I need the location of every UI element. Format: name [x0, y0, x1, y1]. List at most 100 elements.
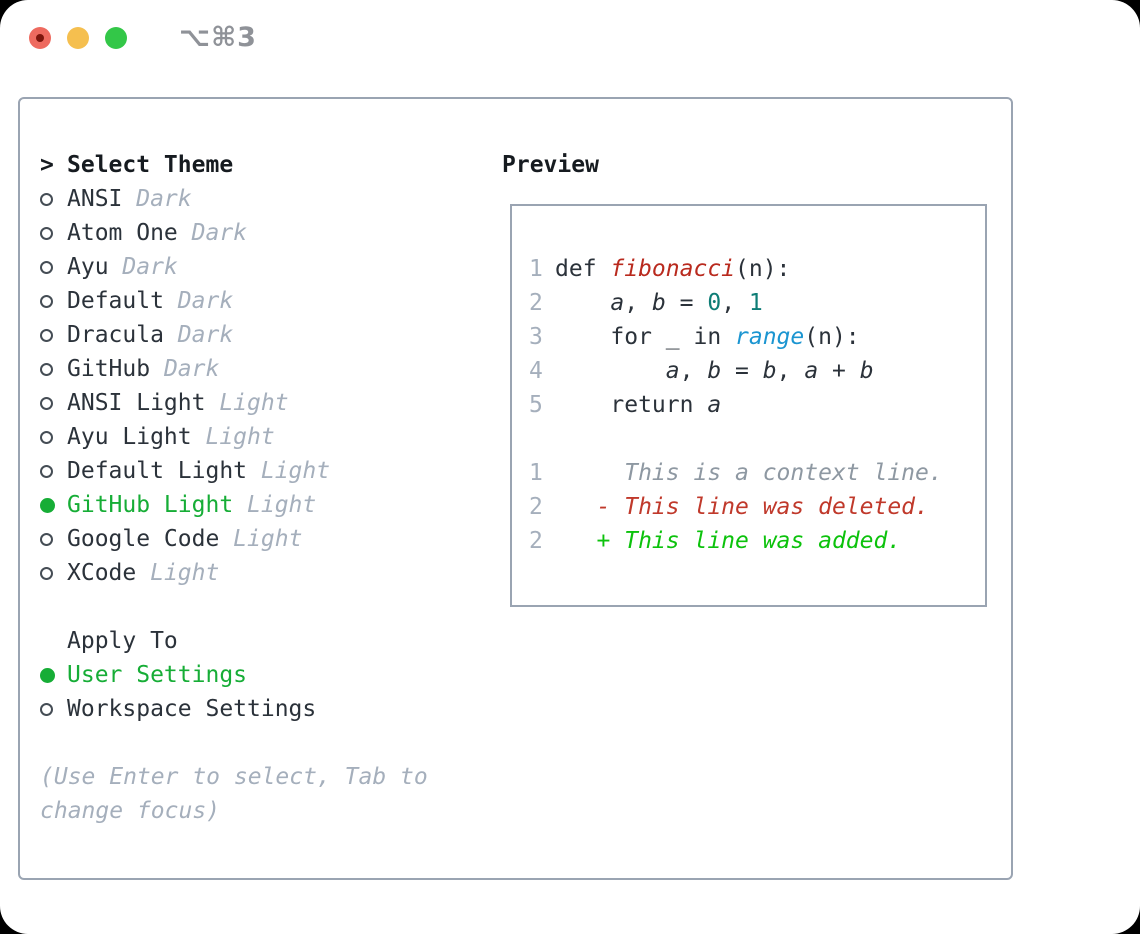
- code-token-fg: =: [721, 358, 763, 384]
- code-token-fg: =: [665, 290, 708, 316]
- code-token-var: b: [707, 358, 722, 384]
- radio-selected-icon: [40, 667, 55, 683]
- code-token-builtin: range: [735, 324, 805, 350]
- theme-option[interactable]: Atom One Dark: [40, 216, 480, 250]
- theme-option[interactable]: GitHub Dark: [40, 352, 480, 386]
- theme-variant-tag: Dark: [108, 254, 178, 280]
- theme-option-label: XCode: [67, 560, 137, 586]
- theme-option-label: Ayu: [67, 254, 109, 280]
- code-line: 1 This is a context line.: [529, 456, 985, 490]
- line-number: 3: [529, 324, 543, 350]
- code-token-var: a: [610, 290, 625, 316]
- minimize-button[interactable]: [67, 26, 89, 49]
- code-line: 4 a, b = b, a + b: [529, 354, 985, 388]
- code-token-var: a: [804, 358, 819, 384]
- line-number: 5: [529, 392, 543, 418]
- theme-option-label: ANSI: [67, 186, 123, 212]
- spacer: [40, 590, 480, 624]
- theme-option[interactable]: Ayu Dark: [40, 250, 480, 284]
- theme-option-label: GitHub Light: [67, 492, 234, 518]
- theme-variant-tag: Light: [205, 390, 289, 416]
- spacer: [40, 726, 480, 760]
- code-line: 5 return a: [529, 388, 985, 422]
- theme-option-label: Default Light: [67, 458, 248, 484]
- apply-option[interactable]: User Settings: [40, 658, 480, 692]
- theme-option-label: Default: [67, 288, 164, 314]
- radio-unselected-icon: [40, 192, 53, 206]
- code-line: 1 def fibonacci(n):: [529, 252, 985, 286]
- theme-option-label: ANSI Light: [67, 390, 206, 416]
- theme-option[interactable]: Google Code Light: [40, 522, 480, 556]
- theme-option[interactable]: ANSI Dark: [40, 182, 480, 216]
- theme-option[interactable]: Default Light Light: [40, 454, 480, 488]
- line-number: 2: [529, 494, 543, 520]
- apply-option-label: Workspace Settings: [67, 696, 317, 722]
- code-token-var: a: [707, 392, 722, 418]
- line-number: 4: [529, 358, 543, 384]
- radio-unselected-icon: [40, 702, 53, 716]
- code-token-fg: [555, 290, 610, 316]
- radio-unselected-icon: [40, 226, 53, 240]
- theme-variant-tag: Dark: [150, 356, 220, 382]
- theme-option-label: GitHub: [67, 356, 151, 382]
- code-token-fg: (n):: [735, 256, 791, 282]
- code-line: 2 - This line was deleted.: [529, 490, 985, 524]
- theme-variant-tag: Light: [247, 458, 331, 484]
- apply-option-label: User Settings: [67, 662, 248, 688]
- radio-unselected-icon: [40, 532, 53, 546]
- theme-option[interactable]: GitHub Light Light: [40, 488, 480, 522]
- code-token-num: 0: [707, 290, 722, 316]
- theme-option[interactable]: Dracula Dark: [40, 318, 480, 352]
- prompt-caret-icon: >: [40, 152, 54, 178]
- theme-variant-tag: Light: [136, 560, 220, 586]
- code-line: [529, 422, 985, 456]
- apply-to-header: Apply To: [40, 624, 480, 658]
- line-number: 1: [529, 460, 543, 486]
- apply-option[interactable]: Workspace Settings: [40, 692, 480, 726]
- theme-variant-tag: Dark: [122, 186, 192, 212]
- code-token-var: b: [859, 358, 874, 384]
- theme-variant-tag: Light: [233, 492, 317, 518]
- code-token-fg: ,: [624, 290, 652, 316]
- theme-option[interactable]: XCode Light: [40, 556, 480, 590]
- unsaved-dot-icon: [36, 33, 44, 42]
- code-token-num: 1: [748, 290, 763, 316]
- theme-option[interactable]: Ayu Light Light: [40, 420, 480, 454]
- preview-column: Preview: [502, 148, 599, 182]
- radio-unselected-icon: [40, 566, 53, 580]
- zoom-button[interactable]: [105, 26, 127, 49]
- code-token-fg: return: [555, 392, 708, 418]
- theme-option-label: Dracula: [67, 322, 164, 348]
- radio-unselected-icon: [40, 260, 53, 274]
- radio-unselected-icon: [40, 328, 53, 342]
- code-token-fg: ,: [679, 358, 708, 384]
- code-token-func: fibonacci: [610, 256, 736, 282]
- code-token-fg: (n):: [804, 324, 860, 350]
- radio-unselected-icon: [40, 294, 53, 308]
- code-token-var: b: [762, 358, 777, 384]
- code-token-fg: ,: [721, 290, 749, 316]
- line-number: 2: [529, 290, 543, 316]
- apply-to-title: Apply To: [67, 628, 178, 654]
- line-number: 1: [529, 256, 543, 282]
- preview-title: Preview: [502, 152, 599, 178]
- theme-option-label: Google Code: [67, 526, 220, 552]
- code-token-context: This is a context line.: [555, 460, 943, 486]
- radio-unselected-icon: [40, 362, 53, 376]
- code-line: 2 + This line was added.: [529, 524, 985, 558]
- code-token-fg: def: [555, 256, 611, 282]
- hint-text: (Use Enter to select, Tab to change focu…: [40, 764, 428, 824]
- theme-option[interactable]: Default Dark: [40, 284, 480, 318]
- close-button[interactable]: [29, 26, 51, 49]
- code-token-fg: for _ in: [555, 324, 736, 350]
- theme-option[interactable]: ANSI Light Light: [40, 386, 480, 420]
- code-token-var: a: [665, 358, 680, 384]
- select-theme-header: > Select Theme: [40, 148, 480, 182]
- code-token-fg: [555, 358, 666, 384]
- code-line: 3 for _ in range(n):: [529, 320, 985, 354]
- window-title: ⌥⌘3: [179, 22, 257, 53]
- select-theme-title: Select Theme: [67, 152, 234, 178]
